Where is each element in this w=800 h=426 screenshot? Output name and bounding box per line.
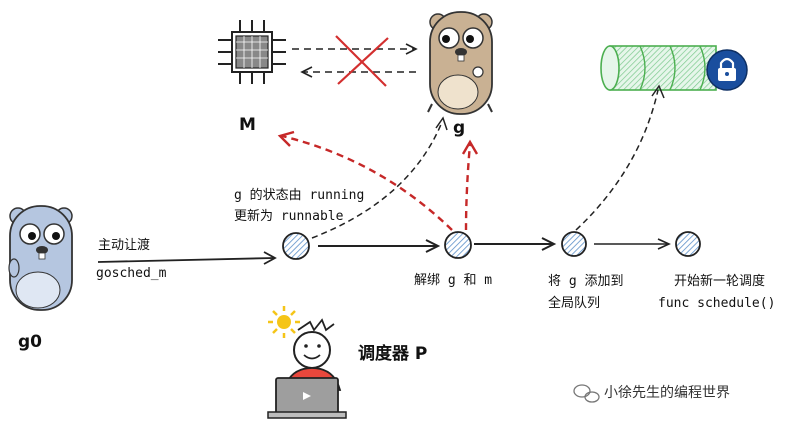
disconnect-cross-icon — [335, 35, 389, 87]
laptop-icon — [267, 377, 347, 419]
state-change-label-1: g 的状态由 running — [234, 188, 365, 203]
unbind-label: 解绑 g 和 m — [414, 273, 493, 288]
global-queue — [600, 45, 717, 91]
state-change-label-2: 更新为 runnable — [234, 209, 344, 224]
gopher-g0-icon — [8, 205, 73, 311]
flow-arrow-3 — [594, 238, 671, 250]
m-label: M — [239, 115, 256, 135]
g-to-m-arrow — [300, 66, 416, 78]
new-round-label-1: 开始新一轮调度 — [674, 274, 766, 289]
gopher-icon — [427, 11, 493, 115]
yield-arrow — [97, 251, 277, 265]
state-node-1 — [282, 232, 310, 260]
unbind-to-m-red-arrow — [277, 130, 453, 231]
g-label: g — [453, 118, 466, 138]
flow-arrow-2 — [474, 237, 557, 251]
add-queue-label-2: 全局队列 — [548, 296, 601, 311]
add-queue-label-1: 将 g 添加到 — [548, 274, 624, 289]
lock-icon — [706, 49, 748, 91]
unbind-to-g-red-arrow — [461, 139, 479, 231]
node3-to-queue-dashed-arrow — [575, 84, 665, 231]
node1-to-g-dashed-arrow — [311, 116, 448, 239]
gosched-label: gosched_m — [96, 266, 167, 281]
wechat-icon — [573, 384, 600, 403]
cpu-chip-icon — [218, 20, 286, 84]
schedule-func-label: func schedule() — [658, 296, 776, 311]
scheduler-p-label: 调度器 P — [358, 344, 428, 364]
sun-icon — [268, 306, 300, 338]
state-node-3 — [561, 231, 587, 257]
voluntary-yield-label: 主动让渡 — [98, 238, 151, 253]
watermark-text: 小徐先生的编程世界 — [604, 385, 730, 401]
flow-arrow-1 — [318, 239, 441, 253]
state-node-4 — [675, 231, 701, 257]
state-node-2 — [444, 231, 472, 259]
m-to-g-arrow — [292, 43, 418, 55]
g0-label: g0 — [18, 332, 42, 352]
